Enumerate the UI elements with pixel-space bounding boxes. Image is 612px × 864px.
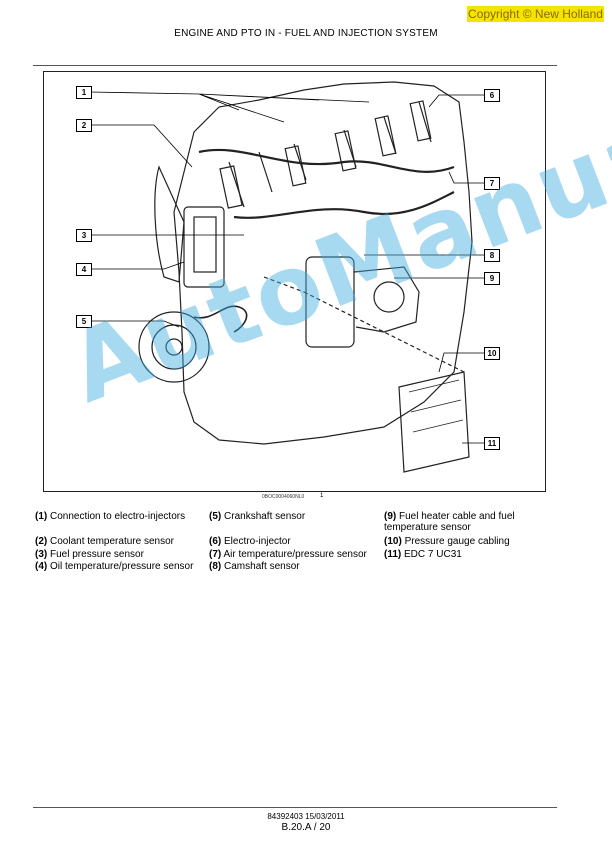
footer-page-number: B.20.A / 20 <box>281 822 331 833</box>
legend-item: (11) EDC 7 UC31 <box>384 549 462 560</box>
page-header-title: ENGINE AND PTO IN - FUEL AND INJECTION S… <box>174 28 438 39</box>
legend-item: (1) Connection to electro-injectors <box>35 511 186 522</box>
callout-11: 11 <box>484 437 500 450</box>
legend-item: (3) Fuel pressure sensor <box>35 549 144 560</box>
callout-5: 5 <box>76 315 92 328</box>
engine-drawing <box>89 81 484 473</box>
callout-6: 6 <box>484 89 500 102</box>
footer-document-id: 84392403 15/03/2011 <box>267 812 345 821</box>
figure-code: 0BOC0004060NL0 <box>262 494 305 500</box>
legend-item: (5) Crankshaft sensor <box>209 511 306 522</box>
figure-number: 1 <box>320 493 324 499</box>
header-divider <box>33 65 557 66</box>
legend-item: (8) Camshaft sensor <box>209 561 300 572</box>
engine-wiring-illustration: 1 2 3 4 5 6 7 8 9 10 11 <box>43 71 546 492</box>
callout-10: 10 <box>484 347 500 360</box>
legend-item: (6) Electro-injector <box>209 536 291 547</box>
footer-divider <box>33 807 557 808</box>
callout-4: 4 <box>76 263 92 276</box>
legend-item: (2) Coolant temperature sensor <box>35 536 174 547</box>
legend-item: (7) Air temperature/pressure sensor <box>209 549 367 560</box>
callout-3: 3 <box>76 229 92 242</box>
callout-8: 8 <box>484 249 500 262</box>
legend-item: (10) Pressure gauge cabling <box>384 536 510 547</box>
legend-item: (9) Fuel heater cable and fuel temperatu… <box>384 511 515 533</box>
callout-7: 7 <box>484 177 500 190</box>
legend-item: (4) Oil temperature/pressure sensor <box>35 561 194 572</box>
callout-9: 9 <box>484 272 500 285</box>
copyright-badge: Copyright © New Holland <box>467 6 604 22</box>
callout-1: 1 <box>76 86 92 99</box>
callout-2: 2 <box>76 119 92 132</box>
